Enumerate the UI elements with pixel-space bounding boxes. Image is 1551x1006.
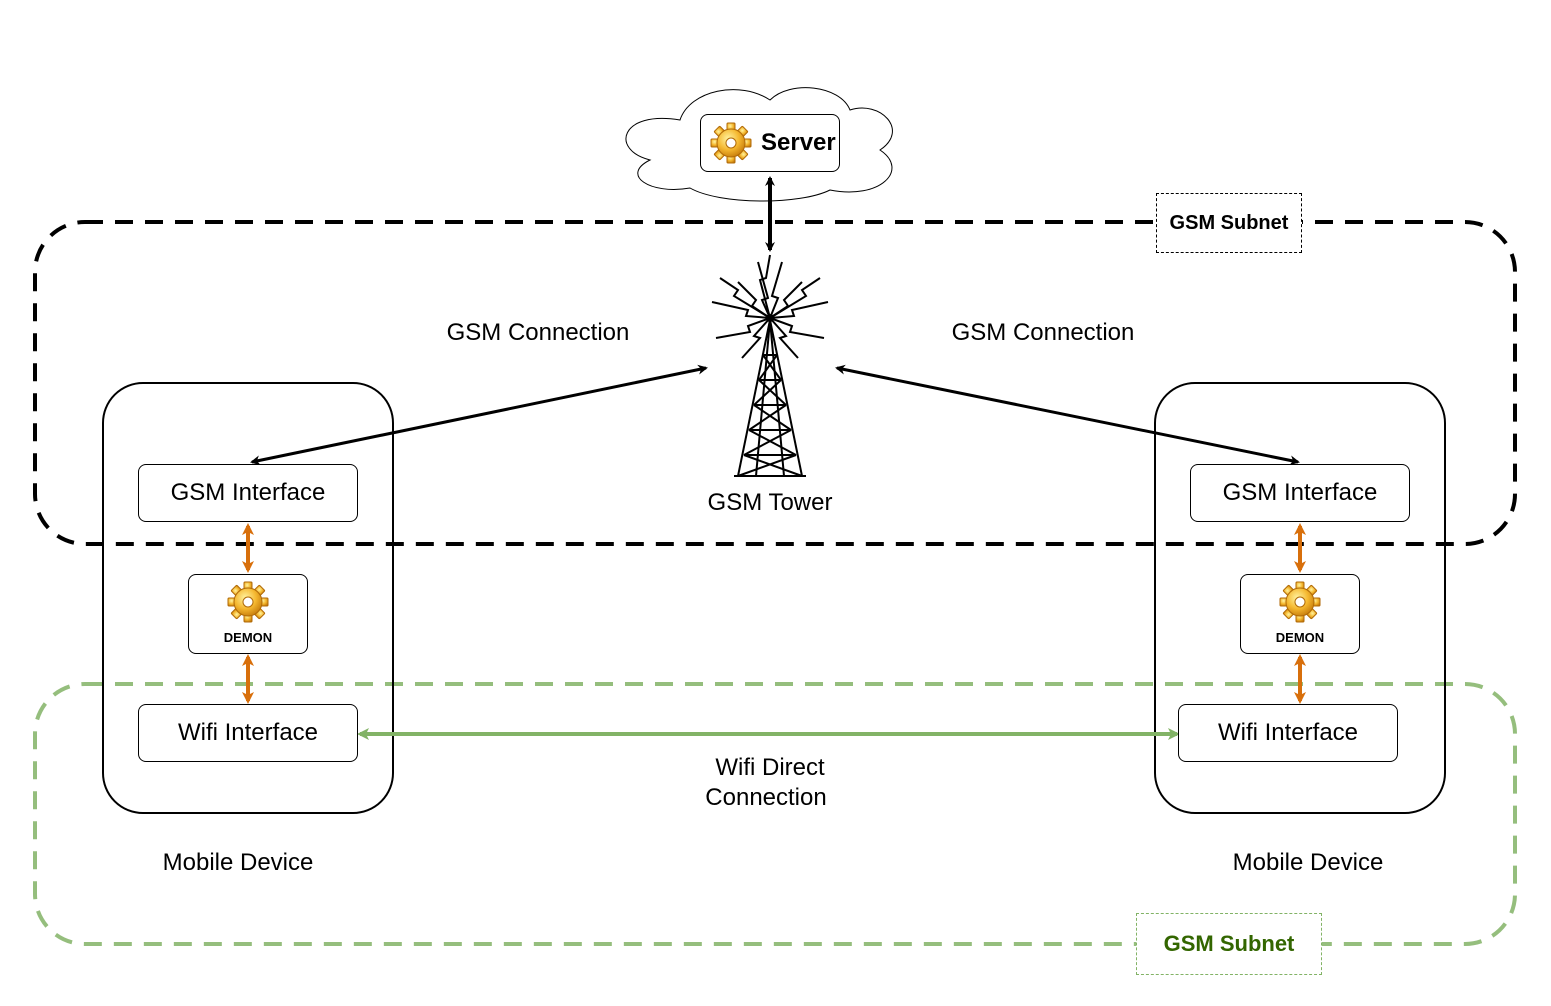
mobile-device-left-label: Mobile Device bbox=[162, 849, 314, 876]
gsm-connection-left-label: GSM Connection bbox=[446, 319, 630, 346]
wifi-interface-right-label: Wifi Interface bbox=[1217, 719, 1359, 746]
gsm-connection-right-arrow bbox=[835, 364, 1300, 466]
demon-left-label: DEMON bbox=[223, 630, 273, 645]
wifi-direct-label-line1: Wifi Direct bbox=[715, 754, 825, 781]
mobile-device-right-label: Mobile Device bbox=[1232, 849, 1384, 876]
demon-node-left: DEMON bbox=[188, 574, 308, 654]
wifi-subnet-label: GSM Subnet bbox=[1163, 931, 1295, 956]
gear-icon bbox=[710, 122, 752, 164]
gsm-connection-left-arrow bbox=[250, 364, 708, 466]
gsm-tower-label: GSM Tower bbox=[707, 489, 833, 516]
wifi-subnet-boundary bbox=[33, 682, 1517, 946]
wifi-direct-label-line2: Connection bbox=[705, 784, 827, 811]
gsm-connection-right-label: GSM Connection bbox=[951, 319, 1135, 346]
wifi-interface-right: Wifi Interface bbox=[1178, 704, 1398, 762]
gear-icon bbox=[227, 581, 269, 623]
wifi-interface-left: Wifi Interface bbox=[138, 704, 358, 762]
mobile-device-frame-left bbox=[102, 382, 394, 814]
server-node: Server bbox=[700, 114, 840, 172]
wifi-subnet-tag: GSM Subnet bbox=[1136, 913, 1322, 975]
gear-icon bbox=[1279, 581, 1321, 623]
mobile-device-frame-right bbox=[1154, 382, 1446, 814]
gsm-interface-left: GSM Interface bbox=[138, 464, 358, 522]
gsm-subnet-tag: GSM Subnet bbox=[1156, 193, 1302, 253]
gsm-subnet-label: GSM Subnet bbox=[1169, 211, 1289, 234]
gsm-interface-left-label: GSM Interface bbox=[170, 479, 326, 506]
demon-right-label: DEMON bbox=[1275, 630, 1325, 645]
gsm-interface-right-label: GSM Interface bbox=[1222, 479, 1378, 506]
radio-tower-icon bbox=[711, 254, 829, 477]
gsm-interface-right: GSM Interface bbox=[1190, 464, 1410, 522]
gsm-subnet-boundary bbox=[33, 220, 1517, 546]
demon-node-right: DEMON bbox=[1240, 574, 1360, 654]
wifi-interface-left-label: Wifi Interface bbox=[177, 719, 319, 746]
server-label: Server bbox=[761, 129, 836, 156]
